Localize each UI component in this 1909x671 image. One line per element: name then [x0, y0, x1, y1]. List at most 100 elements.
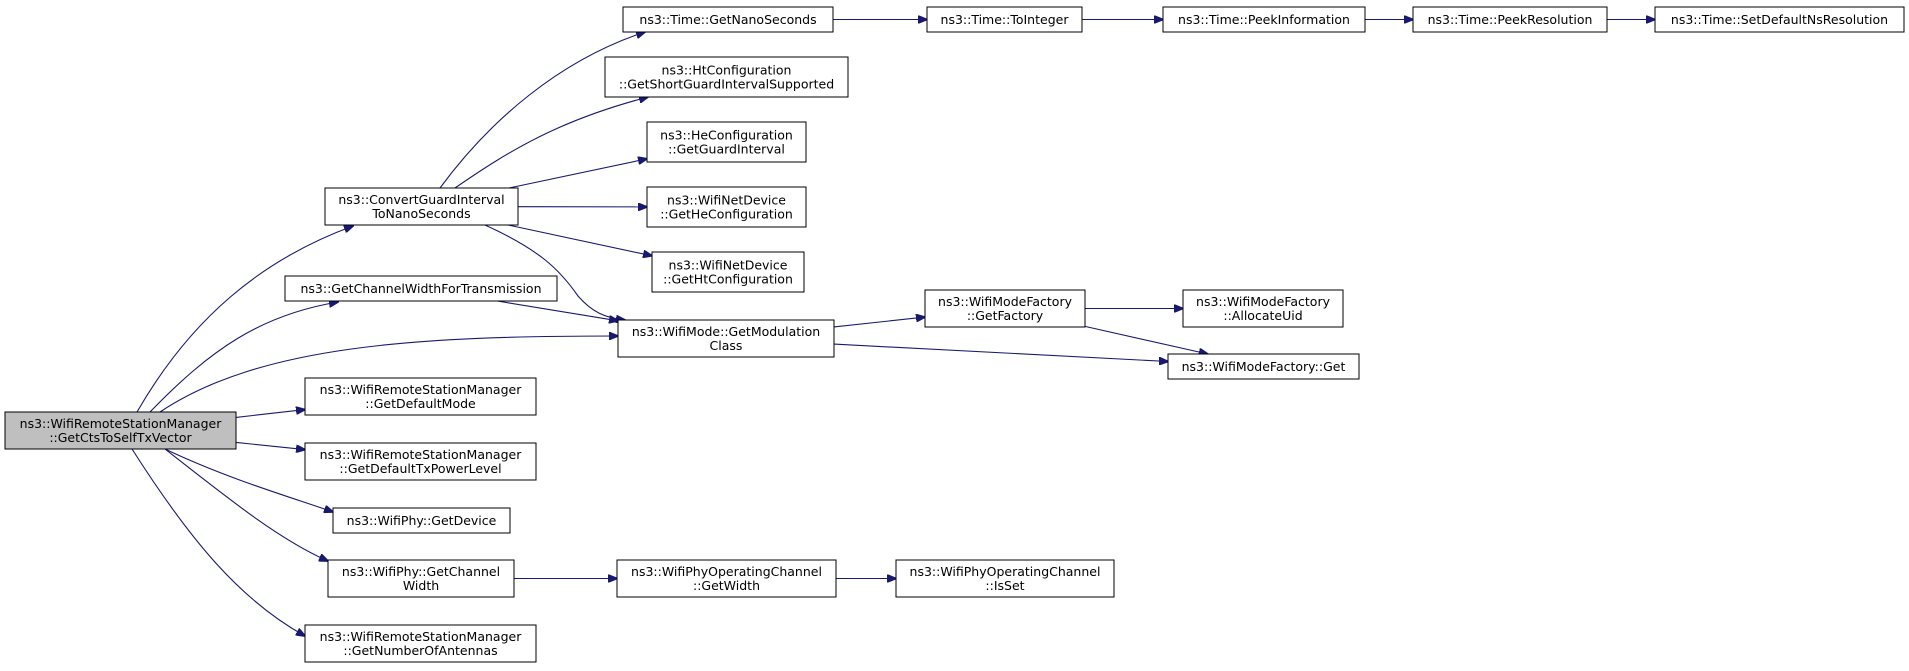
node-getdeftxpl[interactable]: ns3::WifiRemoteStationManager::GetDefaul… [304, 442, 537, 481]
node-box [604, 56, 849, 98]
edge-line [164, 448, 328, 561]
node-box [324, 187, 519, 226]
node-label: ns3::WifiModeFactory [938, 294, 1073, 309]
edge-root-getmodclass [159, 336, 618, 413]
node-mfget[interactable]: ns3::WifiModeFactory::Get [1167, 353, 1360, 380]
node-tointeger[interactable]: ns3::Time::ToInteger [926, 6, 1083, 33]
edges-layer [131, 20, 1655, 637]
node-label: ns3::WifiPhy::GetDevice [347, 513, 497, 528]
edge-line [833, 343, 1168, 361]
node-htconfig[interactable]: ns3::HtConfiguration::GetShortGuardInter… [604, 56, 849, 98]
node-label: ToNanoSeconds [371, 206, 470, 221]
edge-getmodclass-getfactory [833, 317, 925, 328]
edge-root-getdefmode [235, 410, 305, 418]
node-label: ns3::HtConfiguration [662, 63, 792, 78]
edge-line [508, 159, 647, 189]
node-getchwtx[interactable]: ns3::GetChannelWidthForTransmission [284, 275, 558, 302]
node-label: ns3::WifiPhyOperatingChannel [631, 564, 822, 579]
node-box [1167, 353, 1360, 380]
node-getdefmode[interactable]: ns3::WifiRemoteStationManager::GetDefaul… [304, 377, 537, 416]
node-opchgetwidth[interactable]: ns3::WifiPhyOperatingChannel::GetWidth [616, 559, 837, 598]
node-box [617, 319, 835, 358]
node-phygetchw[interactable]: ns3::WifiPhy::GetChannelWidth [327, 559, 515, 598]
edge-line [507, 224, 652, 256]
edge-convertgi-getmodclass [484, 224, 625, 320]
node-getnanos[interactable]: ns3::Time::GetNanoSeconds [622, 6, 834, 33]
node-label: ns3::WifiModeFactory [1196, 294, 1331, 309]
node-box [4, 411, 237, 450]
edge-root-getchwtx [149, 302, 338, 413]
edge-line [833, 317, 925, 328]
edge-root-getnumant [131, 448, 305, 636]
node-label: ns3::Time::ToInteger [941, 12, 1070, 27]
node-box [924, 289, 1086, 328]
node-allocuid[interactable]: ns3::WifiModeFactory::AllocateUid [1182, 289, 1344, 328]
node-netdevht[interactable]: ns3::WifiNetDevice::GetHtConfiguration [651, 251, 805, 293]
edge-line [149, 302, 338, 413]
node-setdefns[interactable]: ns3::Time::SetDefaultNsResolution [1654, 6, 1905, 33]
node-getdevice[interactable]: ns3::WifiPhy::GetDevice [332, 507, 511, 534]
node-label: ::AllocateUid [1223, 308, 1302, 323]
edge-root-getdeftxpl [235, 441, 305, 449]
node-box [327, 559, 515, 598]
edge-line [484, 224, 625, 320]
node-peekinfo[interactable]: ns3::Time::PeekInformation [1162, 6, 1366, 33]
node-box [895, 559, 1115, 598]
node-label: ::GetDefaultTxPowerLevel [339, 461, 501, 476]
node-label: ns3::Time::SetDefaultNsResolution [1671, 12, 1888, 27]
edge-line [159, 336, 618, 413]
node-label: ::GetFactory [967, 308, 1044, 323]
node-label: ::GetWidth [693, 578, 760, 593]
edge-getfactory-mfget [1084, 325, 1208, 354]
edge-root-getdevice [164, 448, 333, 512]
edge-getmodclass-mfget [833, 343, 1168, 361]
node-box [304, 624, 537, 663]
node-label: ns3::Time::GetNanoSeconds [639, 12, 816, 27]
edge-convertgi-netdevht [507, 224, 652, 256]
node-box [304, 442, 537, 481]
edge-line [136, 226, 353, 413]
edge-getchwtx-getmodclass [497, 300, 618, 321]
node-label: ::GetNumberOfAntennas [343, 643, 497, 658]
node-label: ns3::HeConfiguration [660, 128, 793, 143]
node-label: ::GetHeConfiguration [660, 207, 793, 222]
node-box [646, 121, 807, 163]
node-label: ns3::WifiNetDevice [669, 258, 788, 273]
edge-line [439, 32, 645, 189]
node-label: ns3::WifiPhy::GetChannel [342, 564, 500, 579]
node-box [304, 377, 537, 416]
node-label: ns3::WifiRemoteStationManager [20, 416, 223, 431]
edge-line [454, 97, 648, 189]
nodes-layer: ns3::WifiRemoteStationManager::GetCtsToS… [4, 6, 1905, 663]
node-label: ns3::WifiRemoteStationManager [320, 382, 523, 397]
node-label: Class [710, 338, 743, 353]
node-label: ::GetShortGuardIntervalSupported [619, 77, 834, 92]
edge-convertgi-htconfig [454, 97, 648, 189]
edge-line [235, 441, 305, 449]
node-peekres[interactable]: ns3::Time::PeekResolution [1412, 6, 1608, 33]
node-netdevhe[interactable]: ns3::WifiNetDevice::GetHeConfiguration [646, 186, 807, 228]
node-label: ns3::WifiModeFactory::Get [1182, 359, 1346, 374]
node-label: ns3::WifiNetDevice [667, 193, 786, 208]
node-box [926, 6, 1083, 33]
edge-line [235, 410, 305, 418]
edge-root-phygetchw [164, 448, 328, 561]
node-label: ns3::Time::PeekResolution [1428, 12, 1593, 27]
node-box [332, 507, 511, 534]
node-label: ::GetDefaultMode [365, 396, 476, 411]
edge-convertgi-heconfig [508, 159, 647, 189]
node-label: ns3::WifiRemoteStationManager [320, 629, 523, 644]
edge-line [497, 300, 618, 321]
node-label: ns3::GetChannelWidthForTransmission [300, 281, 541, 296]
node-label: Width [403, 578, 439, 593]
node-heconfig[interactable]: ns3::HeConfiguration::GetGuardInterval [646, 121, 807, 163]
node-getnumant[interactable]: ns3::WifiRemoteStationManager::GetNumber… [304, 624, 537, 663]
node-box [1182, 289, 1344, 328]
node-isset[interactable]: ns3::WifiPhyOperatingChannel::IsSet [895, 559, 1115, 598]
node-getfactory[interactable]: ns3::WifiModeFactory::GetFactory [924, 289, 1086, 328]
edge-line [1084, 325, 1208, 354]
node-label: ns3::ConvertGuardInterval [338, 192, 504, 207]
node-label: ns3::Time::PeekInformation [1178, 12, 1350, 27]
